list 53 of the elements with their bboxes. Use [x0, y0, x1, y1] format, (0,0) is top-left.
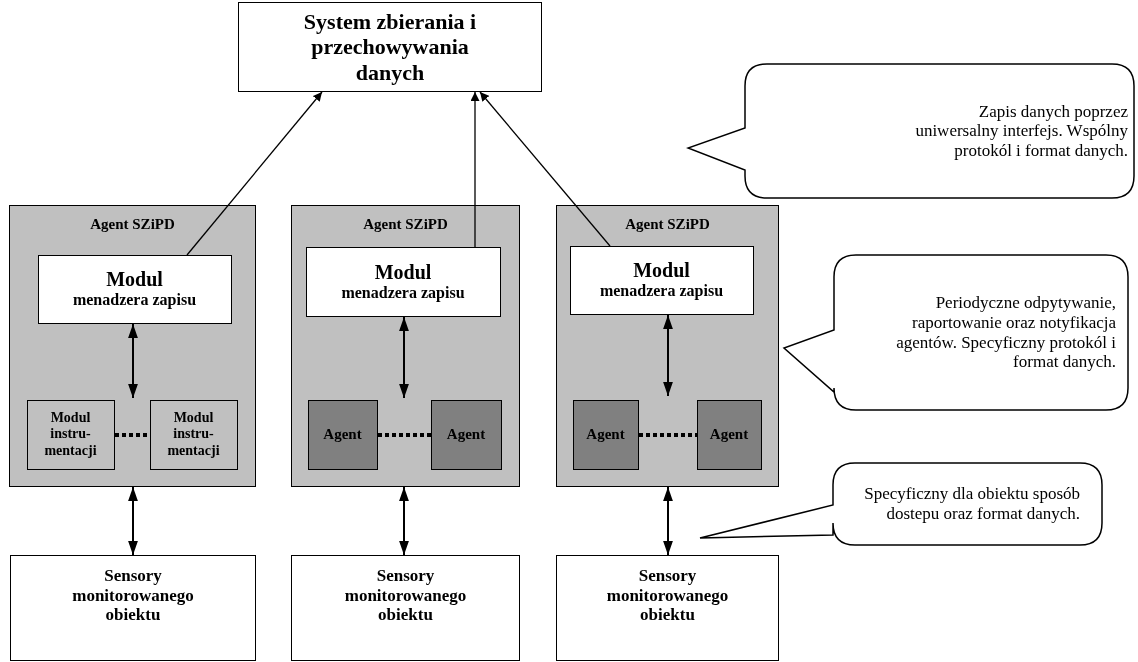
- callout-text: Zapis danych poprzez uniwersalny interfejs. Wspólny protokól i format danych.: [914, 101, 1128, 161]
- node-label: Sensory monitorowanego obiektu: [71, 566, 195, 625]
- sensor-box: [291, 555, 520, 661]
- node-label: menadzera zapisu: [598, 282, 725, 301]
- module-box: [305, 246, 501, 317]
- sensor-box: [10, 555, 256, 661]
- arrow: [399, 486, 409, 556]
- arrow: [186, 91, 323, 256]
- module-box: [26, 399, 115, 470]
- panel-title: Agent SZiPD: [624, 216, 711, 234]
- node-label: Sensory monitorowanego obiektu: [343, 566, 468, 625]
- agent-box: [430, 399, 502, 470]
- node-label: Modul instru-mentacji: [43, 410, 98, 459]
- arrow: [663, 314, 673, 397]
- arrow: [128, 486, 138, 556]
- node-label: Modul: [632, 259, 691, 283]
- node-label: Modul: [105, 268, 164, 292]
- callout-bubble: [782, 253, 1130, 412]
- node-label: Agent: [585, 425, 626, 444]
- callout-text: Periodyczne odpytywanie, raportowanie oraz notyfikacja agentów. Specyficzny protokól i format danych.: [895, 293, 1116, 372]
- node-label: Modul instru-mentacji: [166, 410, 221, 459]
- arrow: [399, 316, 409, 399]
- sensor-box: [556, 555, 779, 661]
- module-box: [569, 245, 754, 315]
- module-box: [149, 399, 238, 470]
- agent-panel: [291, 205, 520, 487]
- agent-panel: [9, 205, 256, 487]
- agent-box: [572, 399, 639, 470]
- arrow: [479, 91, 611, 247]
- dotted-line: [115, 433, 150, 437]
- arrow: [663, 486, 673, 556]
- arrow: [128, 323, 138, 399]
- callout-bubble: [686, 62, 1136, 200]
- callout-text: Specyficzny dla obiektu sposób dostepu oraz format danych.: [863, 484, 1080, 524]
- arrow: [470, 91, 480, 248]
- node-label: menadzera zapisu: [340, 283, 466, 303]
- dotted-line: [378, 433, 431, 437]
- node-label: Modul: [373, 260, 433, 284]
- agent-box: [307, 399, 378, 470]
- node-label: Agent: [445, 425, 487, 444]
- node-label: Sensory monitorowanego obiektu: [605, 566, 730, 625]
- callout-bubble: [698, 461, 1104, 547]
- node-label: Agent: [322, 425, 363, 444]
- node-label: Agent: [708, 425, 750, 444]
- node-label: menadzera zapisu: [71, 291, 198, 310]
- node-label: System zbierania i przechowywania danych: [302, 9, 478, 85]
- panel-title: Agent SZiPD: [362, 216, 449, 234]
- agent-box: [696, 399, 762, 470]
- panel-title: Agent SZiPD: [89, 216, 176, 234]
- agent-panel: [556, 205, 779, 487]
- module-box: [37, 254, 232, 324]
- system-box: [238, 2, 542, 92]
- dotted-line: [639, 433, 697, 437]
